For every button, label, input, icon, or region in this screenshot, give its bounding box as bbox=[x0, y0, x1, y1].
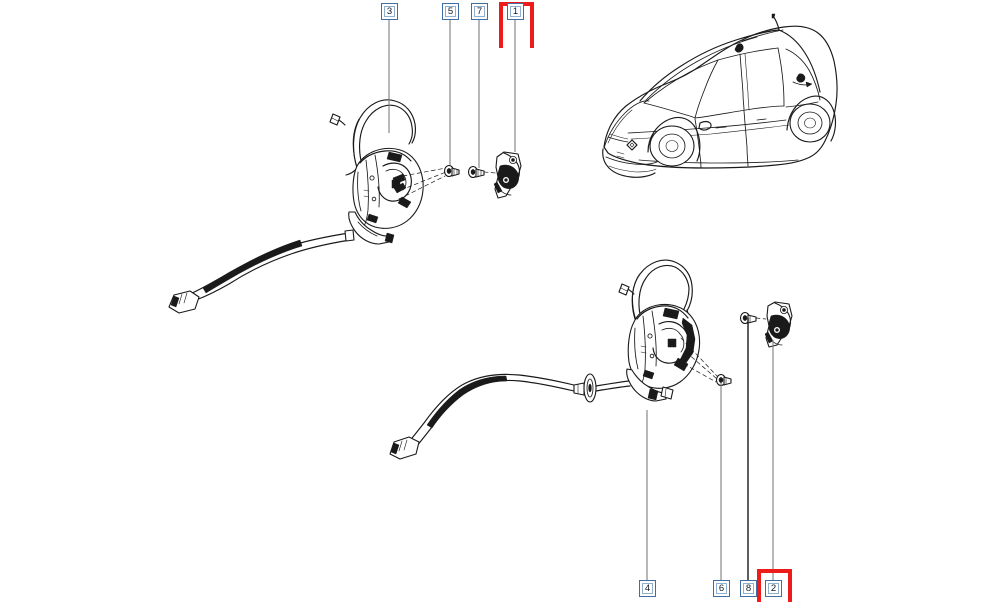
upper-lock-body bbox=[348, 147, 424, 245]
vehicle-illustration bbox=[602, 13, 838, 178]
lower-lock-body bbox=[626, 303, 701, 402]
callout-label: 2 bbox=[767, 582, 780, 595]
lower-striker-plate bbox=[764, 301, 793, 348]
upper-screw-inner bbox=[443, 164, 460, 178]
callout-6[interactable]: 6 bbox=[713, 580, 730, 597]
lower-screw-outer bbox=[739, 311, 767, 325]
lower-cable-grommet bbox=[573, 373, 631, 403]
upper-cable-loop bbox=[329, 99, 416, 176]
lower-bowden-cable bbox=[389, 373, 575, 460]
lower-cable-loop bbox=[618, 259, 693, 328]
callout-leader-lines bbox=[388, 20, 774, 580]
callout-7[interactable]: 7 bbox=[471, 3, 488, 20]
callout-1[interactable]: 1 bbox=[507, 3, 524, 20]
callout-2[interactable]: 2 bbox=[765, 580, 782, 597]
callout-label: 7 bbox=[473, 5, 486, 18]
upper-bowden-cable bbox=[168, 229, 355, 314]
callout-label: 3 bbox=[383, 5, 396, 18]
callout-label: 5 bbox=[444, 5, 457, 18]
highlight-box-2 bbox=[757, 569, 792, 602]
callout-3[interactable]: 3 bbox=[381, 3, 398, 20]
upper-assembly-dashed-lines bbox=[392, 167, 447, 200]
lower-assembly-dashed-lines bbox=[680, 337, 718, 383]
upper-door-lock-assembly bbox=[168, 99, 522, 314]
callout-label: 6 bbox=[715, 582, 728, 595]
lower-door-lock-assembly bbox=[389, 259, 793, 460]
callout-label: 4 bbox=[641, 582, 654, 595]
callout-4[interactable]: 4 bbox=[639, 580, 656, 597]
upper-striker-plate bbox=[493, 151, 522, 199]
lower-screw-inner bbox=[715, 373, 732, 387]
callout-label: 1 bbox=[509, 5, 522, 18]
upper-screw-outer bbox=[467, 165, 497, 179]
callout-5[interactable]: 5 bbox=[442, 3, 459, 20]
callout-8[interactable]: 8 bbox=[740, 580, 757, 597]
callout-label: 8 bbox=[742, 582, 755, 595]
